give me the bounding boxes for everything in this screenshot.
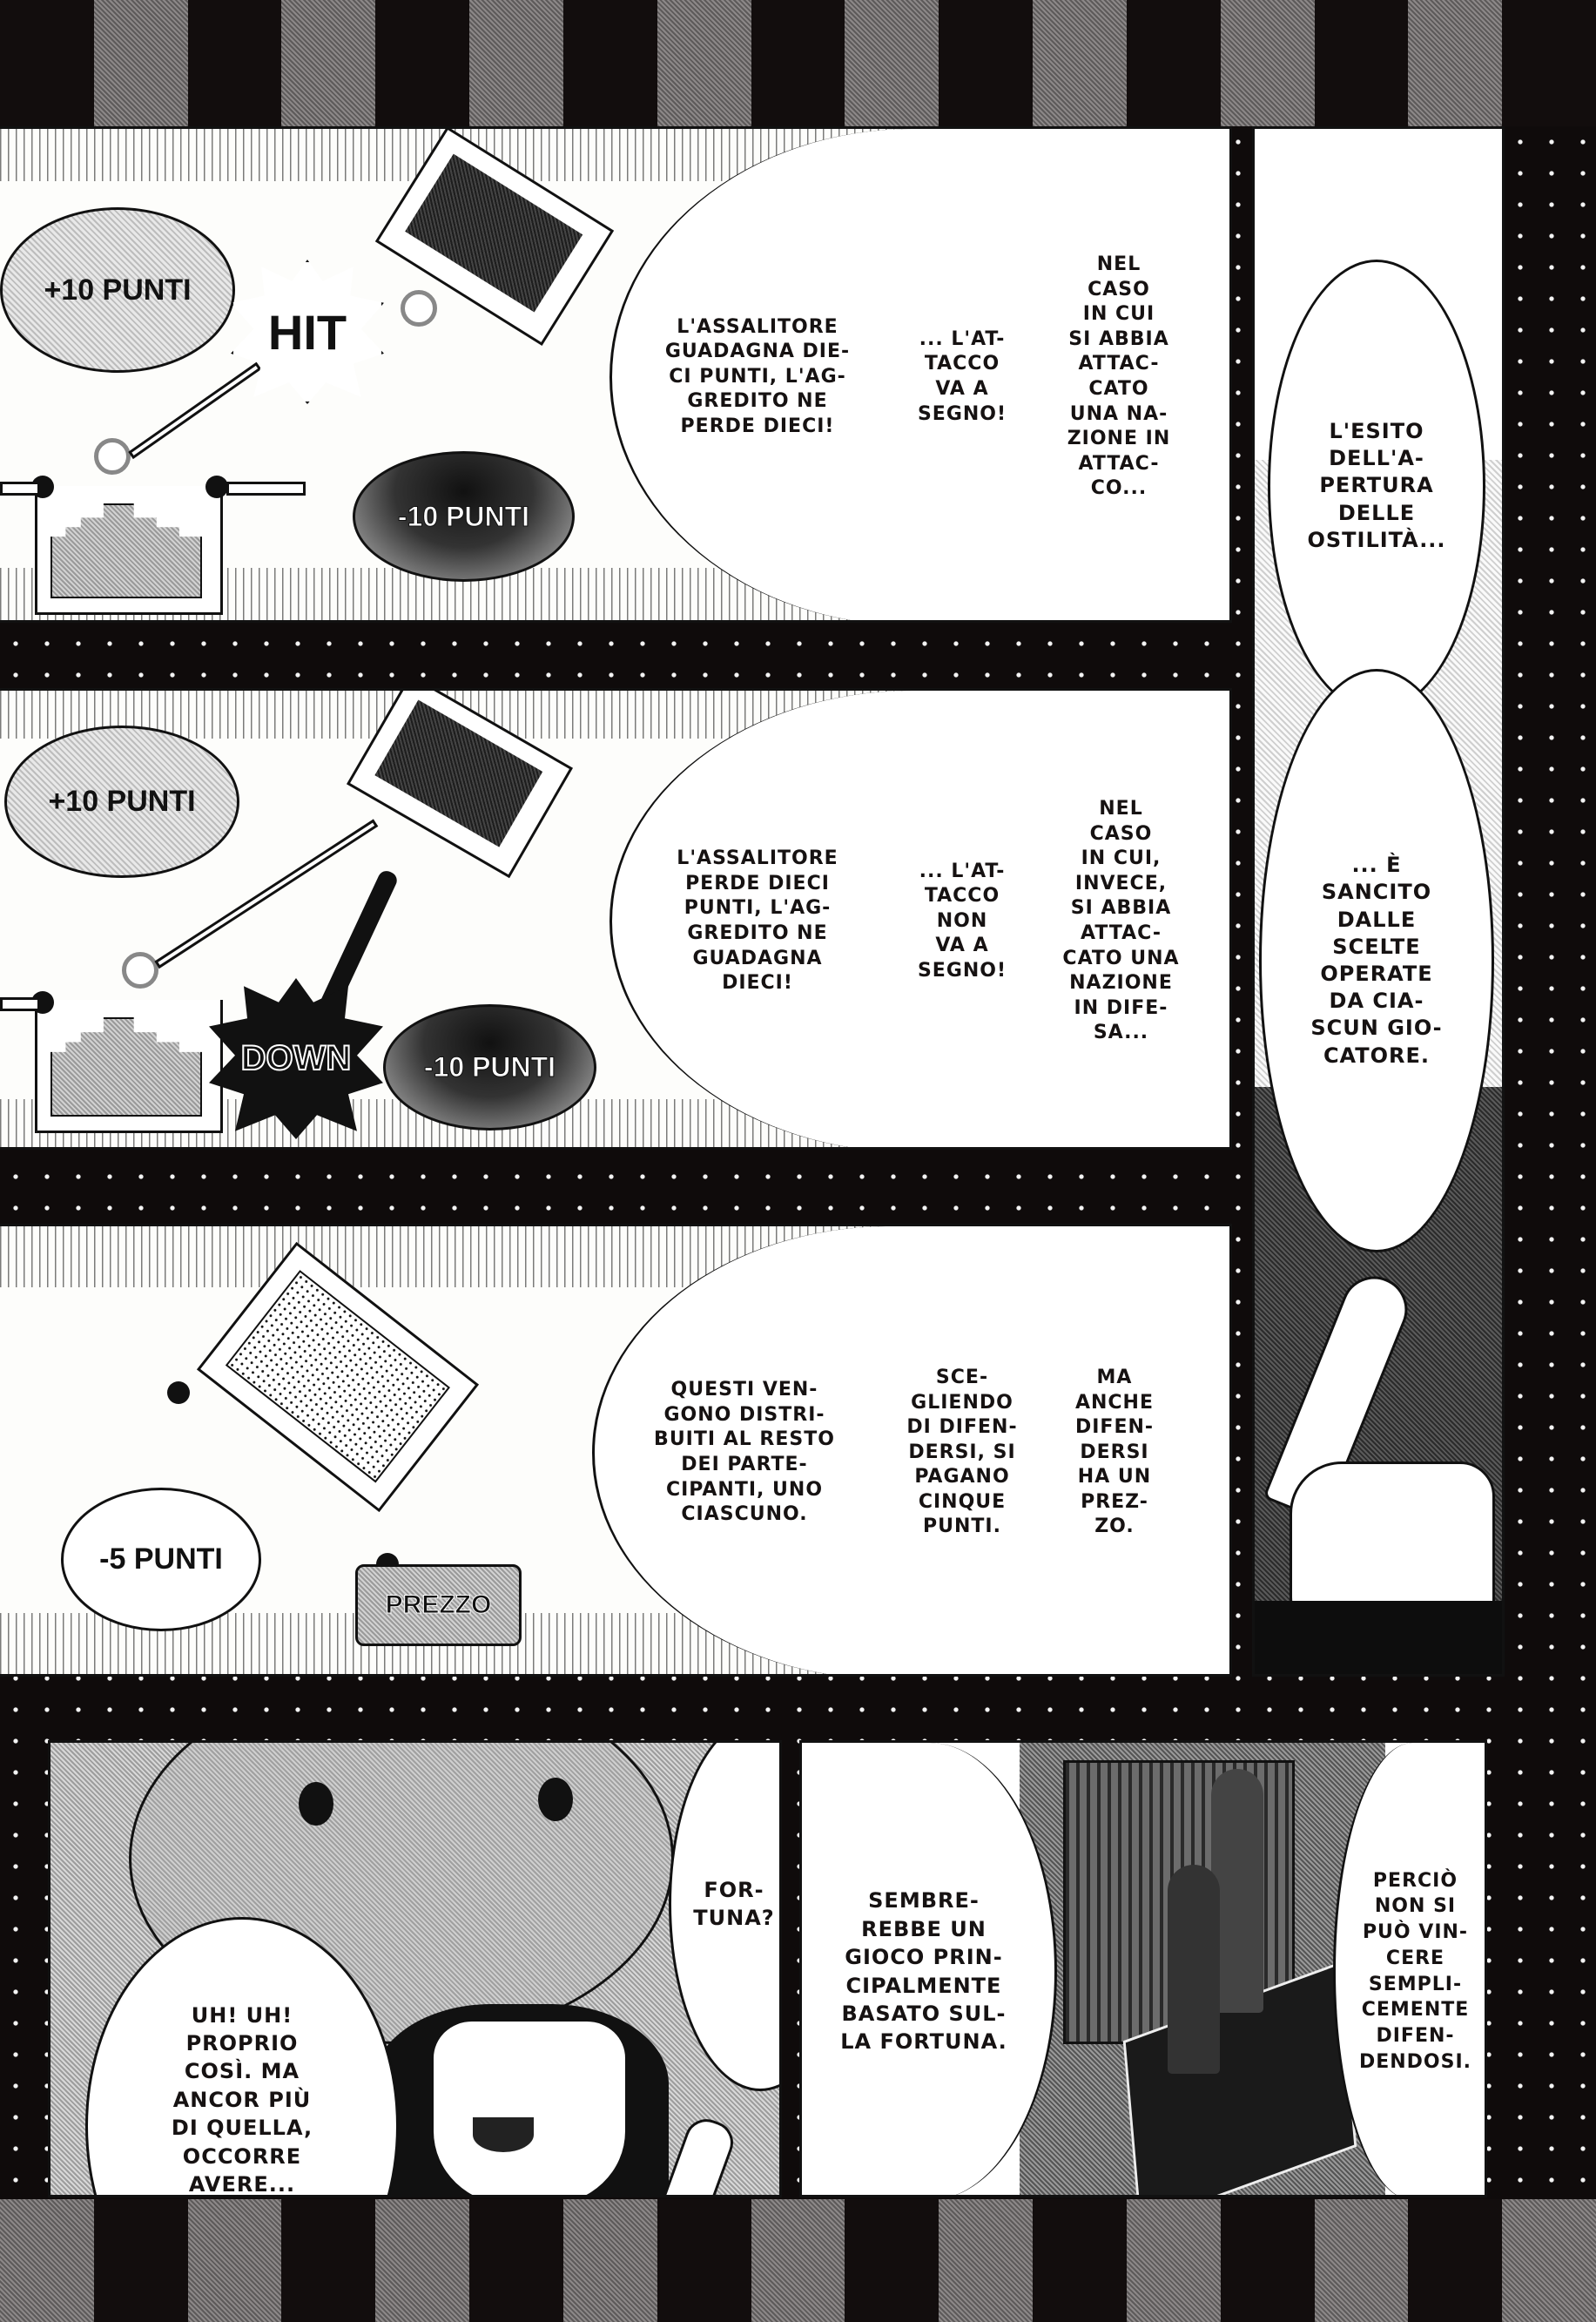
attack-arrow [128, 361, 262, 460]
down-burst: DOWN [209, 978, 383, 1139]
balloon-text-col2: ... L'AT- TACCO VA A SEGNO! [917, 327, 1007, 425]
balloon-text-col2: SCE- GLIENDO DI DIFEN- DERSI, SI PAGANO … [906, 1366, 1018, 1538]
attacker-nation-frame [35, 486, 223, 615]
loss-points-bubble: -10 PUNTI [353, 451, 575, 582]
student-figure [1168, 1865, 1220, 2074]
panel-down: +10 PUNTI DOWN -10 PUNTI L'ASSALITORE PE… [0, 688, 1232, 1150]
mouth [473, 2117, 534, 2152]
defender-nation-shape [374, 699, 543, 847]
sleeve [1255, 1601, 1502, 1674]
down-diagram: +10 PUNTI DOWN -10 PUNTI [0, 691, 609, 1147]
panel-price: -5 PUNTI PREZZO QUESTI VEN- GONO DISTRI-… [0, 1224, 1232, 1677]
balloon-text-col3: MA ANCHE DIFEN- DERSI HA UN PREZ- ZO. [1074, 1366, 1155, 1538]
defender-nation-shape [405, 153, 583, 313]
cost-points-bubble: -5 PUNTI [61, 1488, 261, 1631]
track-line [0, 482, 40, 496]
price-diagram: -5 PUNTI PREZZO [0, 1226, 592, 1674]
defender-nation-frame [346, 691, 574, 879]
panel-side: L'ESITO DELL'A- PERTURA DELLE OSTILITÀ..… [1252, 126, 1505, 1677]
balloon-text-col1: QUESTI VEN- GONO DISTRI- BUITI AL RESTO … [654, 1379, 835, 1526]
main-balloon-text: UH! UH! PROPRIO COSÌ. MA ANCOR PIÙ DI QU… [171, 2002, 313, 2197]
gain-points-bubble: +10 PUNTI [4, 726, 239, 878]
hat-eye-right [538, 1778, 573, 1821]
hit-diagram: +10 PUNTI HIT -10 PUNTI [0, 129, 615, 620]
track-line [226, 482, 306, 496]
panel-room: SEMBRE- REBBE UN GIOCO PRIN- CIPALMENTE … [799, 1740, 1487, 2197]
loss-points-text: -10 PUNTI [397, 500, 530, 532]
side-balloon-top-text: L'ESITO DELL'A- PERTURA DELLE OSTILITÀ..… [1307, 419, 1446, 552]
attack-origin-ring [122, 952, 158, 989]
speech-balloon [609, 129, 1229, 620]
attacker-nation-shape [51, 1017, 202, 1117]
balloon-text-col1: L'ASSALITORE PERDE DIECI PUNTI, L'AG- GR… [677, 847, 838, 995]
price-tag-text: PREZZO [385, 1590, 492, 1620]
left-balloon-text: SEMBRE- REBBE UN GIOCO PRIN- CIPALMENTE … [840, 1888, 1007, 2055]
gain-points-bubble: +10 PUNTI [0, 207, 235, 373]
defending-nation-shape [225, 1270, 450, 1483]
side-balloon-bottom: ... È SANCITO DALLE SCELTE OPERATE DA CI… [1259, 669, 1494, 1252]
question-balloon-text: FOR- TUNA? [693, 1877, 775, 1930]
bottom-checker-border [0, 2199, 1596, 2322]
down-balloon-area: L'ASSALITORE PERDE DIECI PUNTI, L'AG- GR… [609, 691, 1229, 1147]
node-dot [167, 1381, 190, 1404]
panel-hit: +10 PUNTI HIT -10 PUNTI L'ASSALITORE GUA… [0, 126, 1232, 623]
defending-nation-frame [196, 1241, 480, 1513]
panel-girl: FOR- TUNA? UH! UH! PROPRIO COSÌ. MA ANCO… [48, 1740, 782, 2197]
right-balloon [1333, 1743, 1485, 2195]
side-balloon-bottom-text: ... È SANCITO DALLE SCELTE OPERATE DA CI… [1310, 853, 1443, 1068]
attack-origin-ring [94, 438, 131, 475]
gain-points-text: +10 PUNTI [48, 785, 196, 818]
face [434, 2022, 625, 2195]
speech-balloon [592, 1226, 1229, 1674]
top-checker-border [0, 0, 1596, 126]
price-balloon-area: QUESTI VEN- GONO DISTRI- BUITI AL RESTO … [592, 1226, 1229, 1674]
cost-points-text: -5 PUNTI [99, 1542, 223, 1576]
gain-points-text: +10 PUNTI [44, 273, 192, 307]
attacker-nation-shape [51, 503, 202, 598]
node-dot [205, 476, 228, 498]
track-line [0, 997, 40, 1011]
hit-sfx-text: HIT [267, 304, 347, 360]
student-figure [1211, 1769, 1263, 2013]
loss-points-text: -10 PUNTI [423, 1051, 556, 1083]
balloon-text-col3: NEL CASO IN CUI SI ABBIA ATTAC- CATO UNA… [1067, 253, 1171, 500]
hit-burst: HIT [231, 260, 384, 404]
defense-ring [401, 290, 437, 327]
hit-balloon-area: L'ASSALITORE GUADAGNA DIE- CI PUNTI, L'A… [609, 129, 1229, 620]
price-tag: PREZZO [355, 1564, 522, 1646]
speech-balloon [609, 691, 1229, 1147]
right-balloon-text: PERCIÒ NON SI PUÒ VIN- CERE SEMPLI- CEME… [1358, 1869, 1472, 2073]
balloon-text-col1: L'ASSALITORE GUADAGNA DIE- CI PUNTI, L'A… [664, 315, 851, 437]
hat-eye-left [299, 1782, 333, 1826]
attacker-nation-frame [35, 1000, 223, 1133]
loss-points-bubble: -10 PUNTI [383, 1004, 596, 1131]
left-balloon [802, 1743, 1057, 2195]
side-balloon-top: L'ESITO DELL'A- PERTURA DELLE OSTILITÀ..… [1268, 260, 1485, 712]
balloon-text-col3: NEL CASO IN CUI, INVECE, SI ABBIA ATTAC-… [1062, 798, 1180, 1044]
balloon-text-col2: ... L'AT- TACCO NON VA A SEGNO! [917, 860, 1007, 982]
down-sfx-text: DOWN [240, 1038, 353, 1078]
